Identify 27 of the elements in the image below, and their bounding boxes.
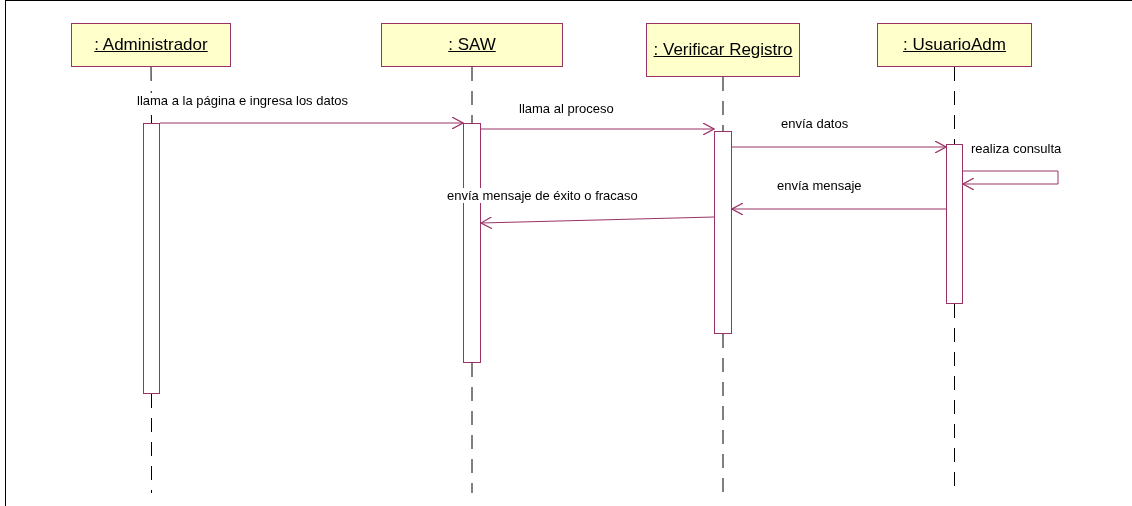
- lifeline-head: [381, 23, 563, 67]
- lifeline-head: [71, 23, 231, 67]
- object-name: : Verificar Registro: [653, 40, 793, 60]
- message-arrow: [480, 216, 715, 230]
- message-label: envía mensaje de éxito o fracaso: [446, 188, 639, 203]
- activation-bar: [946, 144, 963, 304]
- object-name: : Administrador: [94, 35, 208, 55]
- self-message-arrow: [962, 170, 1059, 191]
- message-label: llama a la página e ingresa los datos: [136, 93, 350, 108]
- message-arrow: [731, 202, 947, 216]
- message-arrow: [480, 122, 715, 136]
- message-label: envía mensaje: [776, 178, 863, 193]
- lifeline: [471, 66, 473, 124]
- lifeline: [150, 66, 152, 124]
- lifeline-head: [877, 23, 1032, 67]
- object-name: : SAW: [448, 35, 496, 55]
- message-label: envía datos: [780, 116, 850, 131]
- message-arrow: [159, 116, 464, 130]
- activation-bar: [143, 123, 160, 394]
- lifeline: [954, 66, 955, 145]
- lifeline-head: [646, 23, 800, 77]
- object-name: : UsuarioAdm: [903, 35, 1006, 55]
- message-arrow: [731, 140, 947, 154]
- message-label: realiza consulta: [970, 141, 1063, 156]
- message-label: llama al proceso: [518, 101, 615, 116]
- activation-bar: [714, 131, 732, 334]
- lifeline: [722, 76, 724, 132]
